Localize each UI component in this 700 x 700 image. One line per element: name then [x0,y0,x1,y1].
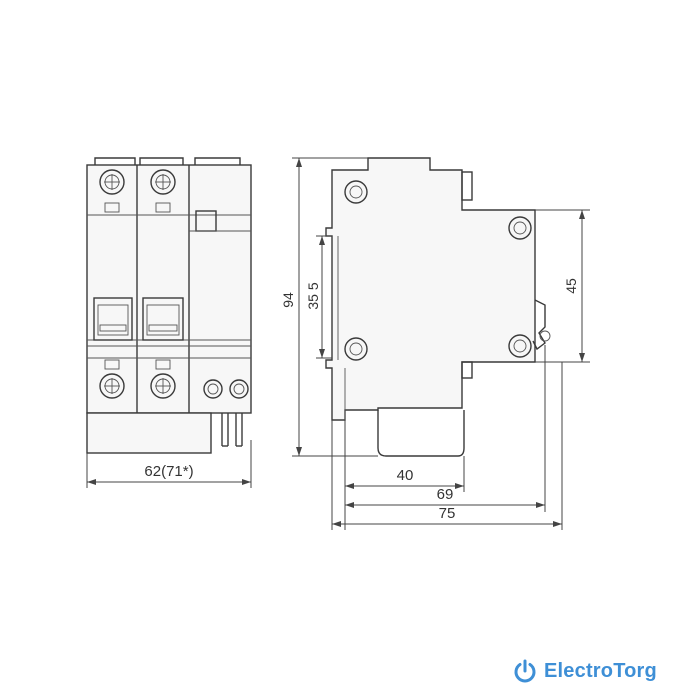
toggle-lever-2 [142,297,184,341]
brand-logo: ElectroTorg [512,656,657,686]
screw-terminal-top-1 [99,169,125,213]
side-view: 94 35 5 45 40 69 75 [280,157,590,530]
dimension-label-depth-69: 69 [437,486,454,503]
aux-terminal-2 [229,379,249,399]
dimension-label-depth-75: 75 [439,505,456,522]
aux-terminal-1 [203,379,223,399]
mounting-hole-top-right [508,216,532,240]
dimension-label-height: 94 [280,292,296,308]
mounting-hole-top-left [344,180,368,204]
screw-terminal-top-2 [150,169,176,213]
screw-terminal-bottom-1 [99,359,125,399]
brand-name: ElectroTorg [544,659,657,682]
dimension-label-depth-40: 40 [397,467,414,484]
toggle-lever-1 [93,297,133,341]
dimension-label-width: 62(71*) [144,463,193,480]
dimension-label-rail: 35 5 [305,282,321,309]
front-view: 62(71*) [86,157,252,488]
dimension-label-mount: 45 [563,278,579,294]
mounting-hole-bottom-right [508,334,532,358]
mounting-hole-bottom-left [344,337,368,361]
screw-terminal-bottom-2 [150,359,176,399]
power-icon [514,659,536,683]
